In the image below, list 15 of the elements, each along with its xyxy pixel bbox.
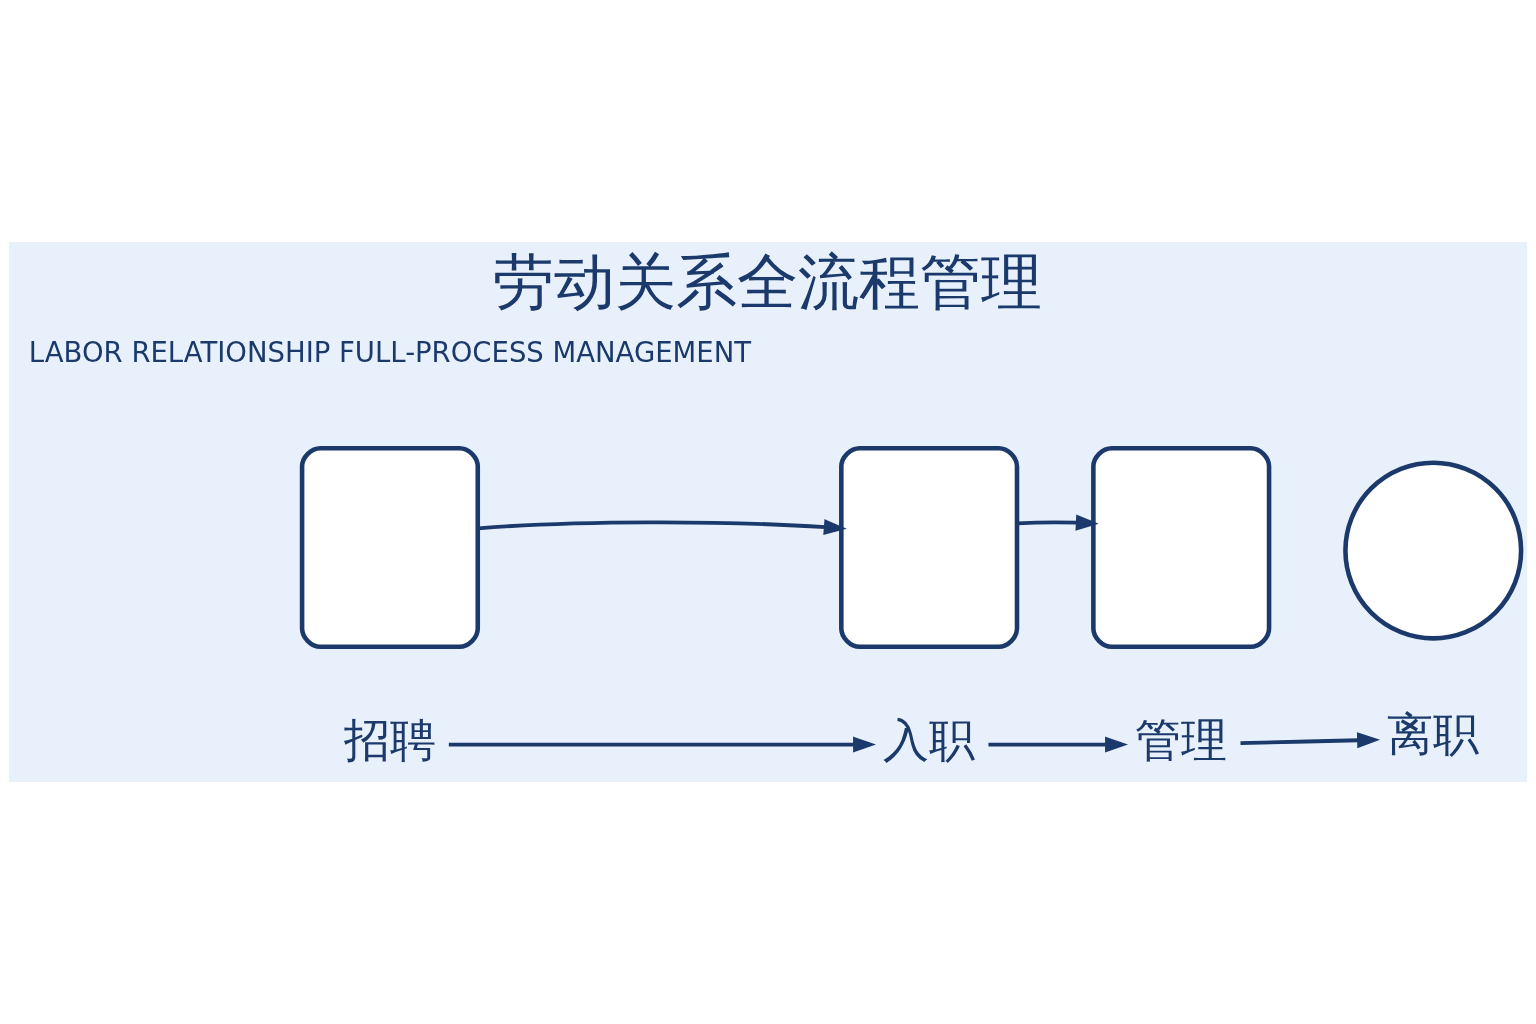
arrow [1240,732,1381,749]
arrow [1016,514,1099,531]
node-box [299,445,481,650]
node-text: 离职 [1387,706,1480,761]
node-text: 管理 [1135,713,1228,768]
node-box [839,445,1020,650]
node-text: 入职 [883,713,976,768]
arrow [988,736,1129,753]
arrow [448,736,877,753]
node-circle [1343,460,1524,641]
node-box [1091,445,1272,650]
node-text: 招聘 [343,713,436,768]
arrow [478,519,847,536]
label: LABOR RELATIONSHIP FULL-PROCESS MANAGEMENT [28,335,752,368]
diagram-title: 劳动关系全流程管理 [493,246,1043,318]
